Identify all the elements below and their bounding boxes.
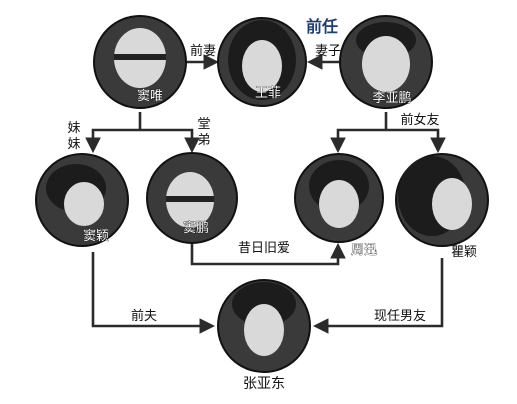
label-cousin-1: 堂	[197, 117, 210, 132]
edge-douwei-douying	[85, 128, 140, 154]
label-ex-girlfriend: 前女友	[400, 112, 439, 128]
node-dou-wei: 窦唯	[93, 15, 187, 109]
name-dou-wei: 窦唯	[137, 89, 163, 104]
edge-liyapeng-quying	[386, 128, 446, 154]
label-wife: 妻子	[315, 44, 341, 59]
node-dou-peng: 窦鹏	[146, 152, 238, 244]
label-ex-husband: 前夫	[131, 308, 157, 324]
label-sister-2: 妹	[67, 137, 80, 152]
label-current-boyfriend: 现任男友	[374, 308, 426, 324]
edge-doupeng-zhouxun	[190, 240, 346, 266]
edge-douwei-doupeng	[140, 128, 200, 154]
label-sister-1: 妹	[67, 121, 80, 136]
name-dou-peng: 窦鹏	[183, 221, 209, 236]
name-qu-ying: 瞿颖	[451, 245, 477, 260]
title-label: 前任	[306, 17, 338, 36]
node-qu-ying: 瞿颖	[395, 153, 489, 260]
name-dou-ying: 窦颖	[83, 229, 109, 244]
name-zhou-xun: 周迅	[351, 243, 377, 258]
name-wang-fei: 王菲	[255, 86, 281, 101]
label-old-love: 昔日旧爱	[238, 241, 290, 256]
name-li-yapeng: 李亚鹏	[372, 91, 411, 106]
node-dou-ying: 窦颖	[35, 153, 129, 247]
node-li-yapeng: 李亚鹏	[339, 15, 433, 109]
name-zhang-yadong: 张亚东	[243, 376, 285, 392]
edges	[85, 54, 446, 334]
label-ex-wife: 前妻	[190, 43, 216, 59]
node-wang-fei: 王菲	[217, 17, 307, 107]
edge-douying-zhangyadong	[91, 252, 216, 334]
node-zhou-xun: 周迅	[294, 153, 384, 258]
node-zhang-yadong: 张亚东	[217, 279, 311, 392]
label-cousin-2: 弟	[197, 133, 210, 148]
edge-quying-zhangyadong	[312, 258, 444, 334]
edge-liyapeng-zhouxun	[330, 128, 386, 154]
